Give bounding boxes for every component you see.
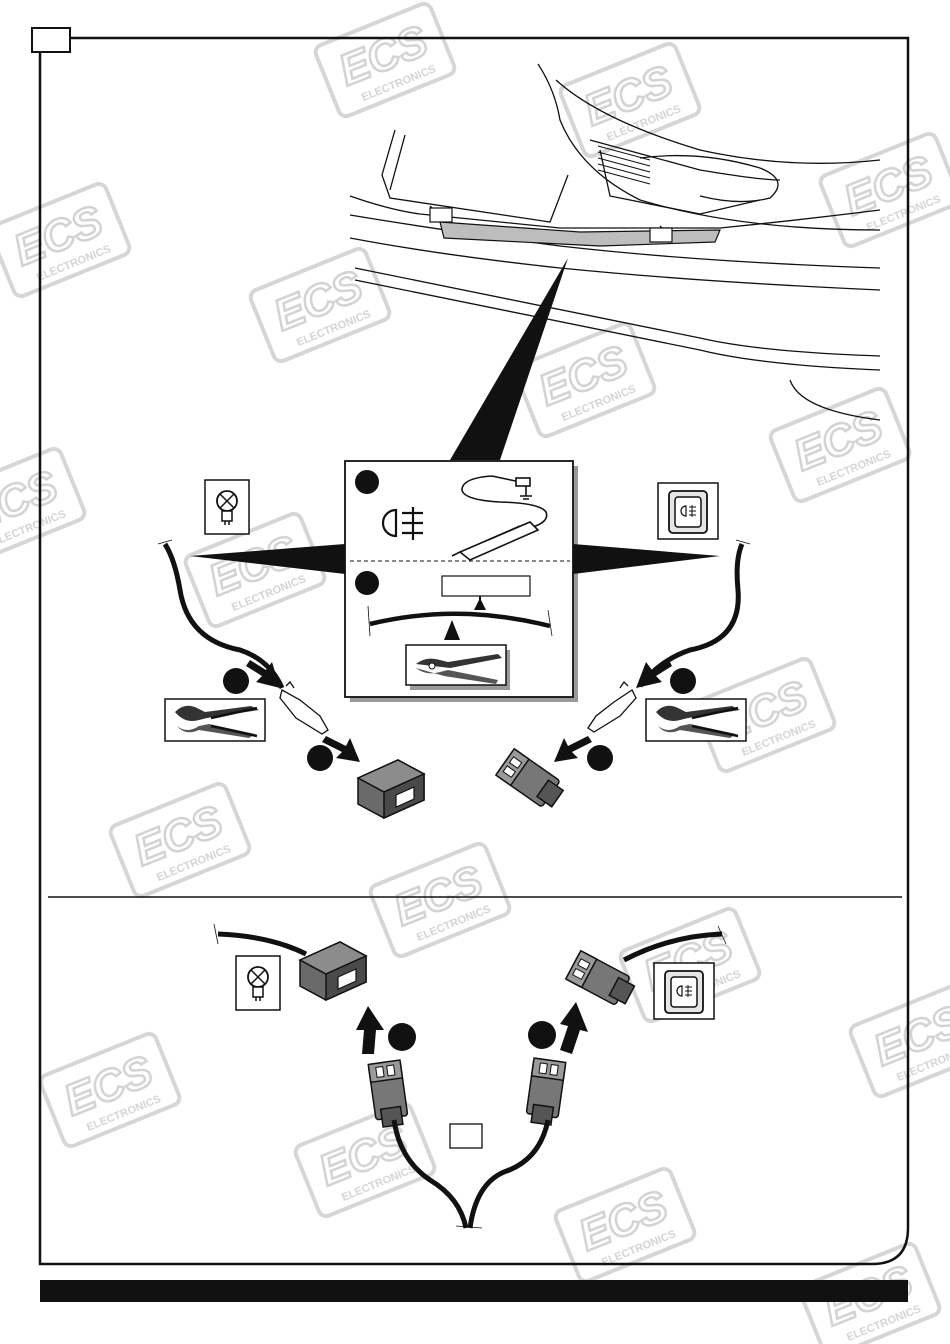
- trim-panel-highlight: [440, 222, 720, 246]
- female-connector-icon: [300, 942, 366, 1000]
- step-number-marker: [670, 668, 696, 694]
- fog-light-switch-icon: [654, 963, 714, 1019]
- label-blank-box: [450, 1124, 482, 1148]
- arrow-insert-terminal: [636, 658, 672, 688]
- step-number-marker: [528, 1021, 556, 1049]
- wire-end-mark: [214, 924, 218, 944]
- arrow-up-connect-left: [356, 1006, 384, 1054]
- step-number-marker: [587, 745, 613, 771]
- female-connector-icon: [525, 1058, 566, 1126]
- crimp-terminal: [280, 682, 328, 734]
- wire-switch-side: [640, 544, 742, 686]
- crimping-tool-icon: [165, 699, 265, 741]
- arrow-to-housing: [554, 736, 592, 762]
- wire-end-mark: [736, 540, 750, 544]
- zoom-pointer: [450, 258, 568, 460]
- wire-end-mark: [158, 540, 172, 544]
- step-number-marker: [388, 1023, 416, 1051]
- page-number-tab: [32, 28, 70, 52]
- crimping-tool-icon: [646, 699, 746, 741]
- clip-left: [430, 208, 452, 222]
- rear-fog-lamp-bulb-icon: [236, 956, 280, 1010]
- rear-fog-lamp-bulb-icon: [205, 480, 249, 534]
- crimp-terminal: [588, 682, 636, 732]
- footer-bar: [40, 1280, 908, 1302]
- female-connector-icon: [358, 760, 424, 818]
- step-number-marker: [223, 668, 249, 694]
- step-number-marker: [307, 745, 333, 771]
- step-number-marker: [355, 571, 379, 595]
- pointer-wedge-right: [573, 544, 720, 574]
- label-blank-box: [442, 576, 530, 596]
- male-connector-icon: [368, 1060, 409, 1128]
- arrow-up-connect-right: [560, 1002, 588, 1054]
- step-number-marker: [355, 470, 379, 494]
- fog-light-switch-icon: [658, 483, 718, 539]
- clip-right: [650, 228, 672, 242]
- wire-lamp-to-connector: [218, 934, 306, 954]
